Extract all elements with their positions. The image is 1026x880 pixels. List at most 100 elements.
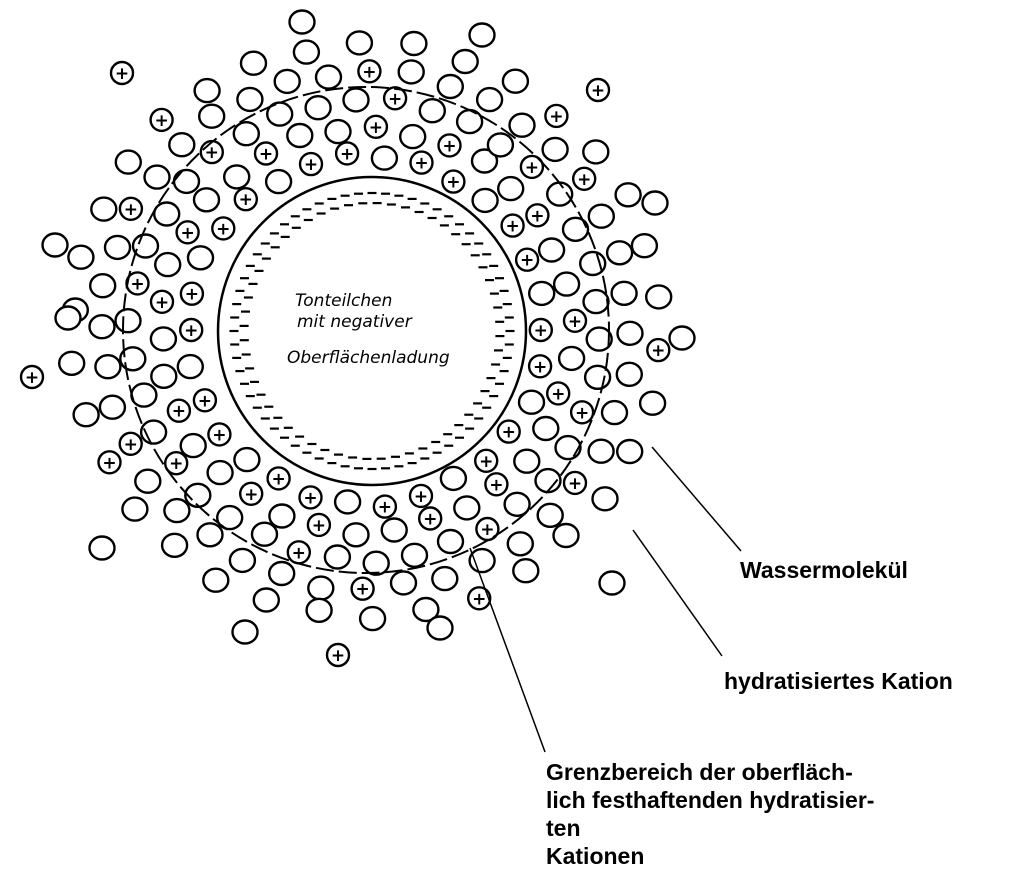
hydrated-cation — [179, 281, 205, 306]
hydrated-cation — [109, 60, 135, 86]
cation-plus-sign: + — [378, 498, 392, 518]
water-molecule — [172, 168, 201, 195]
cation-plus-sign: + — [340, 144, 354, 164]
cation-plus-sign: + — [102, 453, 116, 473]
water-molecule — [418, 97, 446, 124]
water-molecule — [114, 308, 142, 334]
hydrated-cation — [233, 186, 259, 212]
water-molecule — [397, 59, 425, 85]
water-molecule — [486, 132, 515, 158]
water-molecule — [668, 325, 696, 351]
water-molecule — [439, 465, 468, 492]
cation-plus-sign: + — [472, 589, 486, 609]
water-molecule — [114, 149, 143, 175]
water-molecule — [342, 522, 370, 548]
water-molecule — [153, 251, 182, 278]
water-molecule — [517, 389, 546, 415]
cation-plus-sign: + — [355, 580, 369, 600]
water-molecule — [610, 280, 638, 306]
leader-line-boundary — [469, 547, 546, 753]
water-molecule — [426, 615, 454, 641]
leader-line-cation — [632, 529, 723, 657]
label-boundary-line-1: Grenzbereich der oberfläch- — [546, 759, 853, 785]
water-molecule — [236, 86, 264, 113]
hydrated-cation — [149, 289, 175, 314]
hydrated-cation — [298, 485, 323, 510]
cation-plus-sign: + — [525, 158, 539, 178]
molecule-layer: ++++++++++++++++++++++++++++++++++++++++… — [19, 9, 696, 668]
water-molecule — [54, 305, 82, 331]
particle-label-line-3: Oberflächenladung — [287, 348, 450, 368]
label-hydrated-cation: hydratisiertes Kation — [724, 668, 953, 694]
boundary-dashed-circle — [122, 86, 610, 574]
water-molecule — [342, 87, 370, 113]
cation-plus-sign: + — [577, 170, 591, 190]
hydrated-cation — [118, 431, 143, 456]
water-molecule — [150, 363, 178, 389]
water-molecule — [436, 73, 464, 100]
water-molecule — [641, 190, 669, 216]
cation-plus-sign: + — [489, 475, 503, 495]
cation-plus-sign: + — [205, 143, 219, 163]
cation-plus-sign: + — [331, 646, 345, 666]
water-molecule — [471, 187, 499, 214]
water-molecule — [307, 575, 335, 601]
hydrated-cation — [97, 450, 122, 475]
hydrated-cation — [569, 400, 595, 425]
cation-plus-sign: + — [388, 89, 402, 109]
water-molecule — [536, 502, 564, 528]
hydrated-cation — [253, 141, 279, 166]
water-molecule — [552, 271, 581, 297]
water-molecule — [582, 139, 610, 165]
hydrated-cation — [585, 77, 611, 103]
water-molecule — [468, 22, 496, 48]
hydrated-cation — [467, 586, 492, 611]
water-molecule — [252, 587, 280, 613]
cation-plus-sign: + — [549, 107, 563, 127]
water-molecule — [121, 496, 149, 522]
cation-plus-sign: + — [124, 200, 138, 220]
hydrated-cation — [496, 419, 521, 444]
hydrated-cation — [149, 107, 174, 133]
cation-plus-sign: + — [442, 136, 456, 156]
water-molecule — [186, 245, 215, 271]
cation-plus-sign: + — [154, 111, 168, 131]
water-molecule — [591, 486, 619, 512]
particle-label-line-2: mit negativer — [297, 312, 413, 332]
water-molecule — [268, 560, 296, 587]
cation-plus-sign: + — [155, 293, 169, 313]
water-molecule — [615, 361, 643, 387]
label-boundary-line-3: ten — [546, 815, 581, 841]
cation-plus-sign: + — [479, 452, 493, 472]
water-molecule — [286, 122, 314, 149]
water-molecule — [231, 619, 259, 645]
water-molecule — [362, 550, 390, 576]
cation-plus-sign: + — [530, 206, 544, 226]
hydrated-cation — [207, 422, 232, 447]
water-molecule — [370, 145, 399, 171]
label-water-molecule: Wassermolekül — [740, 557, 908, 583]
water-molecule — [179, 432, 207, 459]
water-molecule — [436, 528, 465, 555]
water-molecule — [645, 284, 673, 310]
water-molecule — [168, 131, 196, 158]
water-molecule — [206, 459, 234, 486]
water-molecule — [57, 350, 86, 376]
cation-plus-sign: + — [551, 384, 565, 404]
water-molecule — [557, 345, 586, 372]
hydrated-cation — [528, 317, 553, 343]
cation-plus-sign: + — [25, 368, 39, 388]
cation-plus-sign: + — [180, 223, 194, 243]
cation-plus-sign: + — [169, 454, 183, 474]
hydrated-cation — [192, 388, 218, 413]
hydrated-cation — [175, 220, 200, 245]
water-molecule — [380, 517, 408, 543]
water-molecule — [512, 558, 540, 584]
water-molecule — [134, 468, 162, 494]
water-molecule — [431, 565, 459, 592]
water-molecule — [193, 77, 221, 104]
water-molecule — [451, 48, 479, 75]
water-molecule — [131, 233, 160, 259]
hydrated-cation — [646, 337, 671, 363]
